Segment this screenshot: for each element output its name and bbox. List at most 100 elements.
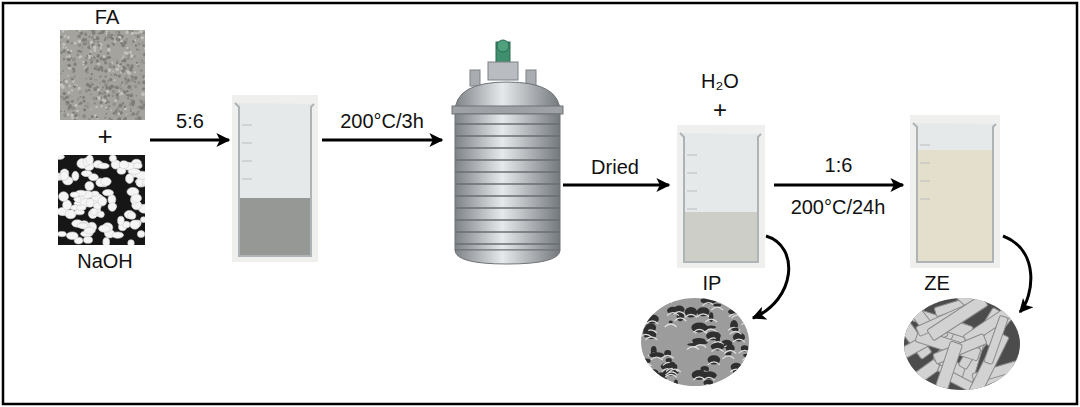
powder-grain <box>76 30 79 32</box>
powder-grain <box>60 83 64 87</box>
ridge <box>741 322 753 325</box>
powder-grain <box>78 30 80 32</box>
powder-grain <box>78 87 81 90</box>
powder-grain <box>102 91 106 95</box>
powder-grain <box>143 61 145 63</box>
naoh-pellet <box>60 171 68 180</box>
powder-grain <box>139 30 143 33</box>
pore <box>709 312 713 322</box>
naoh-pellet <box>58 231 66 236</box>
powder-grain <box>141 101 143 103</box>
powder-grain <box>89 77 92 80</box>
frame-border <box>3 3 1077 404</box>
pore <box>659 294 673 302</box>
ridge <box>651 357 663 360</box>
ridge <box>733 339 745 342</box>
pore <box>730 320 738 331</box>
powder-grain <box>97 63 100 66</box>
powder-grain <box>85 105 87 107</box>
ridge <box>711 307 723 310</box>
powder-grain <box>125 30 129 34</box>
pore <box>658 382 664 391</box>
pore <box>648 369 658 376</box>
powder-grain <box>93 49 96 52</box>
powder-grain <box>65 46 67 48</box>
powder-grain <box>93 87 97 91</box>
powder-grain <box>67 36 70 39</box>
ridge <box>666 372 678 375</box>
powder-grain <box>106 107 109 110</box>
powder-grain <box>96 59 99 62</box>
powder-grain <box>74 84 76 86</box>
powder-grain <box>63 58 65 60</box>
beaker <box>910 115 1000 268</box>
powder-grain <box>108 69 111 72</box>
powder-grain <box>77 99 79 101</box>
pore <box>655 375 661 378</box>
powder-grain <box>89 53 92 56</box>
powder-grain <box>119 94 121 96</box>
powder-grain <box>130 108 132 110</box>
powder-grain <box>90 82 91 83</box>
pore <box>713 303 721 306</box>
powder-grain <box>123 119 125 120</box>
powder-grain <box>120 72 122 74</box>
powder-grain <box>67 49 69 51</box>
powder-grain <box>70 113 74 117</box>
powder-grain <box>91 73 93 75</box>
powder-grain <box>66 40 69 43</box>
node-label: + <box>713 96 727 124</box>
ridge <box>728 327 740 330</box>
powder-grain <box>120 87 122 89</box>
powder-grain <box>110 119 112 120</box>
powder-grain <box>104 92 105 93</box>
naoh-pellet <box>132 194 142 203</box>
powder-grain <box>107 52 109 54</box>
powder-grain <box>63 113 67 117</box>
powder-grain <box>116 96 120 100</box>
powder-grain <box>116 31 117 32</box>
powder-grain <box>126 57 129 60</box>
naoh-pellet <box>70 192 79 197</box>
pore <box>660 372 665 379</box>
powder-grain <box>67 59 69 61</box>
pore <box>685 307 697 317</box>
powder-grain <box>94 57 96 59</box>
pore <box>697 307 710 316</box>
powder-grain <box>94 79 95 80</box>
powder-grain <box>89 77 92 80</box>
powder-grain <box>116 108 118 110</box>
naoh-pellet <box>128 169 140 175</box>
pore <box>706 325 716 328</box>
ridge <box>693 377 705 380</box>
powder-grain <box>61 112 62 113</box>
ridge <box>665 374 677 377</box>
naoh-pellet <box>133 163 142 169</box>
powder-grain <box>86 106 89 109</box>
powder-grain <box>71 89 74 92</box>
powder-grain <box>75 104 78 107</box>
powder-grain <box>106 90 110 94</box>
powder-grain <box>99 76 101 78</box>
naoh-pellet <box>128 212 136 219</box>
ridge <box>708 362 720 365</box>
ridge <box>724 351 736 354</box>
powder-grain <box>60 110 63 113</box>
naoh-pellet <box>77 205 86 210</box>
powder-grain <box>119 84 121 86</box>
beaker-photos <box>232 95 1000 268</box>
reactor-rib <box>455 195 560 197</box>
powder-grain <box>128 55 130 57</box>
powder-grain <box>95 106 97 108</box>
intermediate-product-box: H₂O+IP <box>672 66 772 294</box>
powder-grain <box>76 109 79 112</box>
powder-grain <box>82 61 84 63</box>
naoh-pellet <box>65 210 76 219</box>
powder-grain <box>79 96 81 98</box>
naoh-pellet <box>85 181 94 190</box>
naoh-pellet <box>86 155 93 165</box>
powder-grain <box>117 38 121 42</box>
powder-grain <box>129 30 131 32</box>
powder-grain <box>108 101 110 103</box>
